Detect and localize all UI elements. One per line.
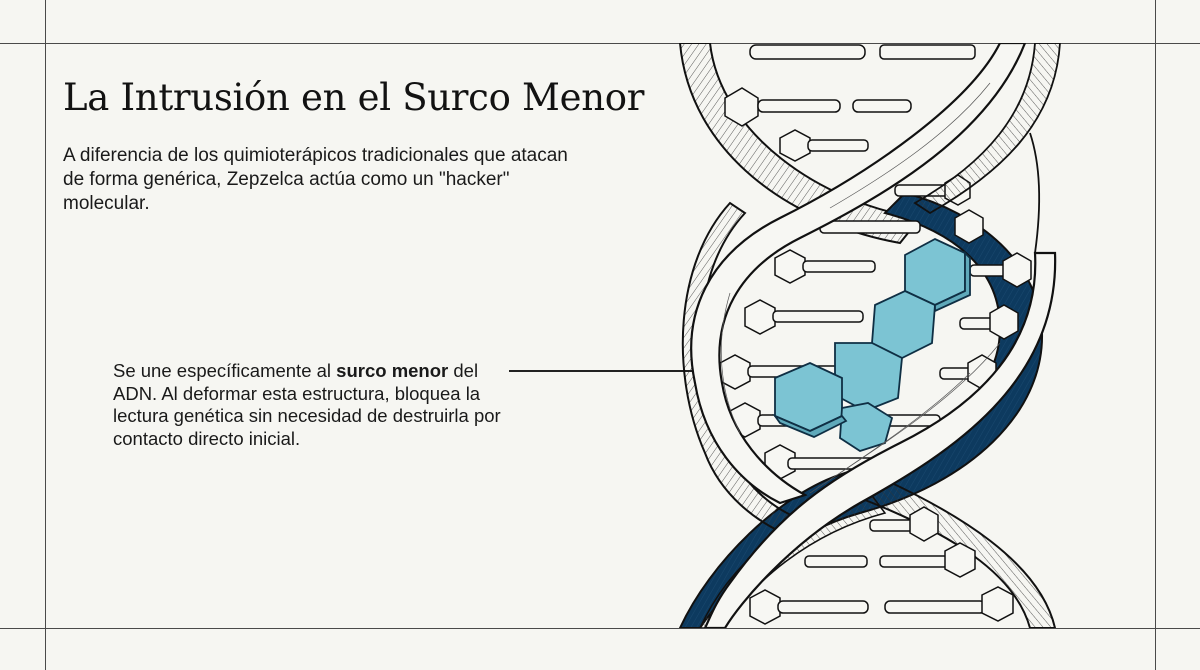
callout-highlight: surco menor [336,360,449,381]
slide-title: La Intrusión en el Surco Menor [63,76,645,119]
intro-paragraph: A diferencia de los quimioterápicos trad… [63,145,568,214]
frame-line-right [1155,0,1156,670]
dna-helix-icon [678,43,1061,628]
frame-line-bottom [0,628,1200,629]
frame-line-left [45,0,46,670]
callout-paragraph: Se une específicamente al surco menor de… [113,360,513,450]
callout-text-after: del ADN. Al deformar esta estructura, bl… [113,360,501,449]
dna-helix-illustration [670,43,1080,628]
callout-pointer-line [509,370,777,372]
frame-line-top [0,43,1200,44]
callout-text-before: Se une específicamente al [113,360,337,381]
